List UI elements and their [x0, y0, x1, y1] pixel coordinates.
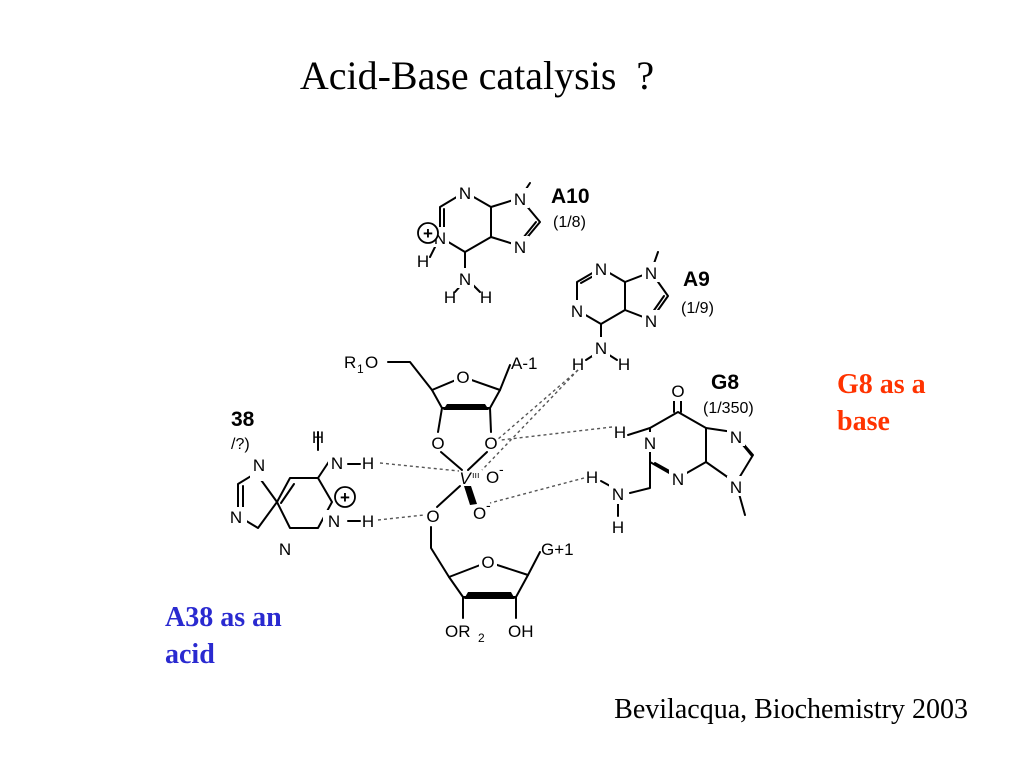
- a38-n9: N: [230, 508, 242, 527]
- a10-n9: N: [514, 190, 526, 209]
- a38-annotation: A38 as an acid: [165, 599, 282, 673]
- vanadium-atom: V: [459, 469, 472, 488]
- a10-n1: N: [459, 184, 471, 203]
- a38-plus-charge-icon: [334, 486, 356, 508]
- g8-annotation: G8 as a base: [837, 366, 926, 440]
- a9-n6: N: [595, 339, 607, 358]
- g8-n3: N: [672, 470, 684, 489]
- a38-annotation-line2: acid: [165, 639, 215, 670]
- a38-h1: H: [312, 428, 324, 447]
- g8-n7: N: [730, 428, 742, 447]
- a9-h2: H: [618, 355, 630, 374]
- hbond-a9-o3: [496, 369, 579, 441]
- g8-h2: H: [586, 468, 598, 487]
- a10-plus-sign: +: [423, 224, 433, 243]
- a10-adenine: N N N N N H H H + A10 (1/8): [417, 182, 590, 307]
- a9-n3: N: [571, 302, 583, 321]
- citation: Bevilacqua, Biochemistry 2003: [614, 694, 968, 725]
- hydrogen-bonds: [377, 369, 613, 521]
- vanadate-minus-2: -: [486, 497, 491, 513]
- upper-sugar-ring-o: O: [456, 368, 469, 387]
- hbond-a38-bridging-o: [377, 514, 425, 521]
- g8-ratio: (1/350): [703, 400, 754, 417]
- lower-oh-label: OH: [508, 622, 534, 641]
- vanadate-minus-1: -: [499, 461, 504, 477]
- g8-annotation-line2: base: [837, 406, 890, 437]
- hbond-a38-vanadate: [379, 462, 460, 472]
- g8-n9: N: [730, 478, 742, 497]
- a10-h3: H: [480, 288, 492, 307]
- hbond-a9-vanadate: [481, 369, 579, 471]
- lower-or-label: OR: [445, 622, 471, 641]
- a38-n1-protonated: N: [328, 512, 340, 531]
- g8-guanine: O N N N N N H H H G8 (1/350): [586, 371, 754, 537]
- a10-h2: H: [444, 288, 456, 307]
- a38-plus-sign: +: [340, 488, 350, 507]
- a38-n7: N: [253, 456, 265, 475]
- a38-h3: H: [362, 512, 374, 531]
- lower-nucleotide-label: G+1: [541, 540, 574, 559]
- a10-plus-charge-icon: [417, 222, 439, 244]
- a38-ratio: /?): [231, 436, 250, 453]
- g8-o6: O: [671, 382, 684, 401]
- a38-n3: N: [279, 540, 291, 559]
- a10-label: A10: [551, 185, 590, 208]
- a10-ratio: (1/8): [553, 214, 586, 231]
- vanadium-hashed-bond: ııı: [472, 470, 480, 480]
- a9-n9: N: [645, 264, 657, 283]
- upper-nucleotide-label: A-1: [511, 354, 537, 373]
- vanadate-o-minus-1: O: [486, 468, 499, 487]
- lower-or-subscript: 2: [478, 631, 485, 645]
- a9-h1: H: [572, 355, 584, 374]
- upper-o3: O: [484, 434, 497, 453]
- upper-r-oxygen: O: [365, 353, 378, 372]
- lower-sugar-g-1: O G+1 OR 2 OH: [430, 526, 574, 645]
- lower-sugar-ring-o: O: [481, 553, 494, 572]
- upper-r-label: R: [344, 353, 356, 372]
- a38-adenine: N N N N N H H H + 38 /?): [229, 408, 374, 559]
- a10-n7: N: [514, 238, 526, 257]
- a38-n6: N: [331, 454, 343, 473]
- a10-n6: N: [459, 270, 471, 289]
- g8-n1: N: [644, 434, 656, 453]
- g8-label: G8: [711, 371, 739, 394]
- g8-annotation-line1: G8 as a: [837, 369, 926, 400]
- vanadate-o-minus-2: O: [473, 504, 486, 523]
- a10-h1: H: [417, 252, 429, 271]
- slide-title: Acid-Base catalysis ?: [299, 53, 655, 98]
- a9-n7: N: [645, 312, 657, 331]
- a38-h2: H: [362, 454, 374, 473]
- bridging-o5: O: [426, 507, 439, 526]
- g8-h3: H: [612, 518, 624, 537]
- a38-label: 38: [231, 408, 255, 431]
- a9-ratio: (1/9): [681, 300, 714, 317]
- a9-n1: N: [595, 260, 607, 279]
- upper-o2: O: [431, 434, 444, 453]
- upper-r-subscript: 1: [357, 362, 364, 376]
- hbond-g8-vanadate: [489, 477, 585, 504]
- a9-adenine: N N N N N H H A9 (1/9): [568, 251, 714, 374]
- hbond-g8-o3: [500, 426, 613, 441]
- a38-annotation-line1: A38 as an: [165, 602, 282, 633]
- a9-label: A9: [683, 268, 710, 291]
- upper-sugar-a-1: O R 1 O A-1 O O: [344, 353, 537, 453]
- g8-n2: N: [612, 485, 624, 504]
- g8-h1: H: [614, 423, 626, 442]
- vanadate-center: V ııı O - O - O: [426, 451, 504, 526]
